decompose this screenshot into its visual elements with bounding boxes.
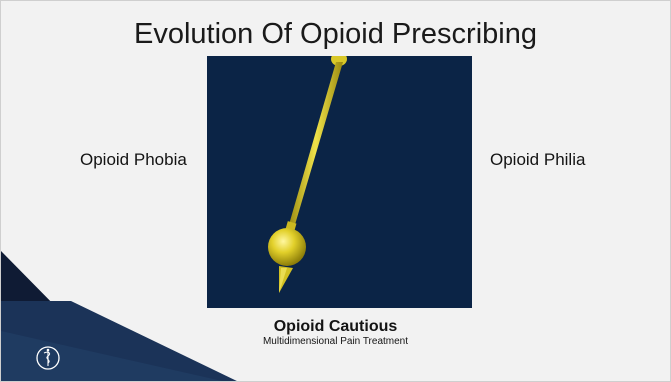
caption-title: Opioid Cautious <box>1 318 670 336</box>
pendulum-image <box>207 56 472 308</box>
opioid-phobia-label: Opioid Phobia <box>80 150 187 170</box>
pendulum-caption: Opioid Cautious Multidimensional Pain Tr… <box>1 318 670 348</box>
pendulum-rod <box>288 62 343 228</box>
corner-triangle-dark <box>1 251 131 382</box>
opioid-philia-label: Opioid Philia <box>490 150 585 170</box>
caption-subtitle: Multidimensional Pain Treatment <box>1 336 670 348</box>
pendulum-bob <box>268 228 306 266</box>
medical-caduceus-icon <box>36 346 60 370</box>
slide-title: Evolution Of Opioid Prescribing <box>1 17 670 51</box>
pendulum-graphic <box>207 56 472 308</box>
